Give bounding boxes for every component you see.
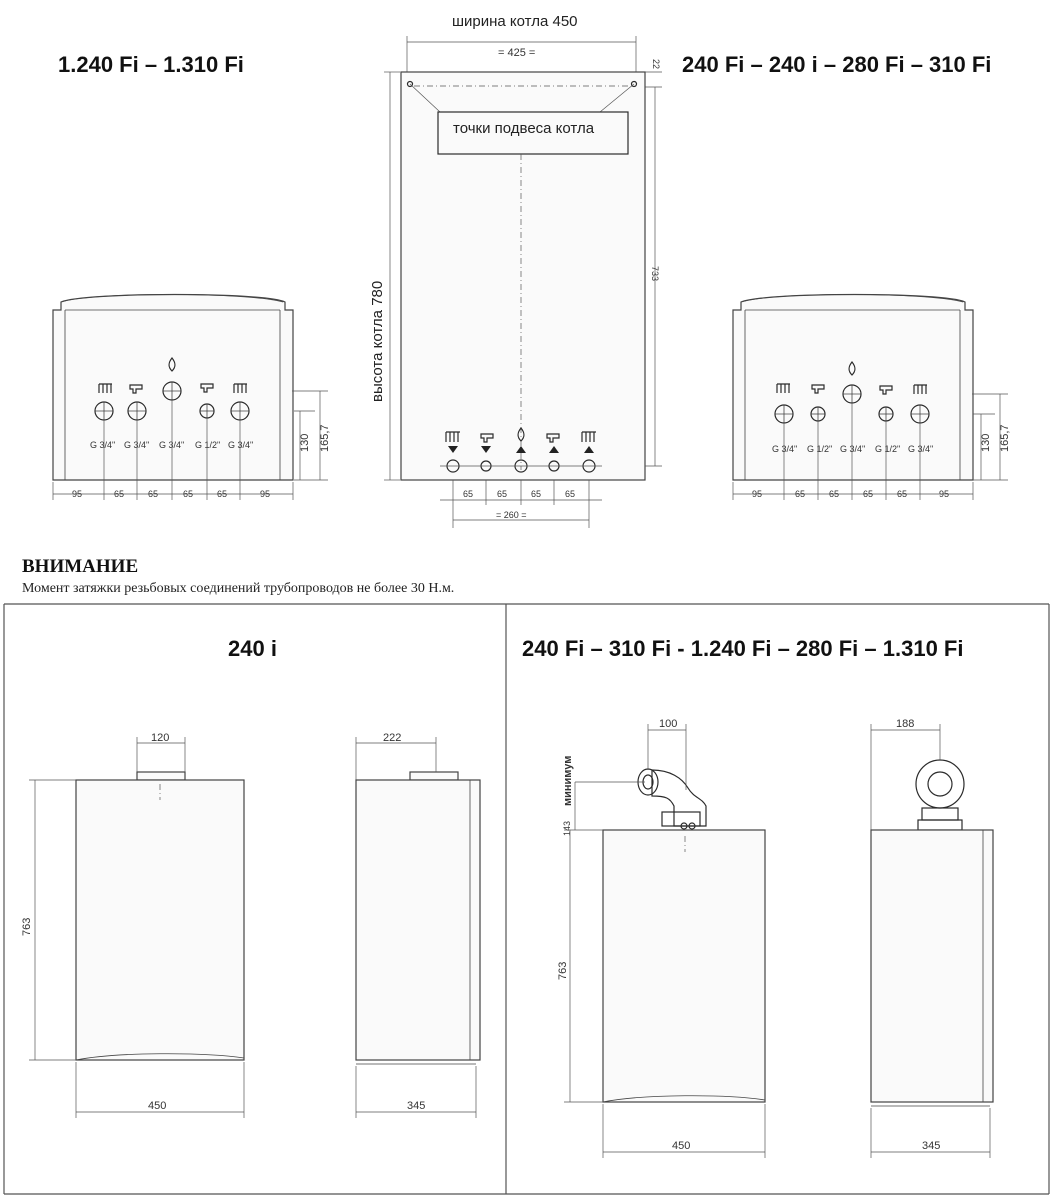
spacing-4: 65: [183, 489, 193, 499]
dim-130-right: 130: [980, 434, 992, 452]
center-boiler-front-view: ширина котла 450 = 425 = 22 точки подвес…: [369, 13, 662, 528]
dim-763-right: 763: [557, 962, 569, 980]
dim-165-right: 165,7: [999, 424, 1011, 452]
radiator-icon: [581, 431, 596, 442]
thread-2: G 3/4": [124, 440, 149, 450]
tap-icon: [546, 433, 560, 443]
spacing-3: 65: [829, 489, 839, 499]
center-spacing-2: 65: [497, 489, 507, 499]
dim-425: = 425 =: [498, 47, 535, 59]
spacing-1: 95: [752, 489, 762, 499]
radiator-icon: [913, 384, 927, 394]
flame-icon: [168, 357, 176, 372]
thread-2: G 1/2": [807, 444, 832, 454]
dim-733: 733: [650, 266, 660, 281]
dim-260: = 260 =: [496, 510, 527, 520]
spacing-3: 65: [148, 489, 158, 499]
tap-icon: [129, 384, 143, 394]
thread-4: G 1/2": [875, 444, 900, 454]
thread-1: G 3/4": [90, 440, 115, 450]
dim-450-right: 450: [672, 1140, 690, 1152]
top-right-title: 240 Fi – 240 i – 280 Fi – 310 Fi: [682, 52, 991, 77]
warning-heading: ВНИМАНИЕ: [22, 556, 138, 577]
thread-1: G 3/4": [772, 444, 797, 454]
dim-165-left: 165,7: [319, 424, 331, 452]
section-fi-title: 240 Fi – 310 Fi - 1.240 Fi – 280 Fi – 1.…: [522, 636, 963, 661]
spacing-2: 65: [114, 489, 124, 499]
spacing-6: 95: [939, 489, 949, 499]
dim-120: 120: [151, 732, 169, 744]
flue-elbow-front: [637, 768, 707, 830]
flame-icon: [517, 427, 525, 442]
dim-188: 188: [896, 718, 914, 730]
spacing-2: 65: [795, 489, 805, 499]
spacing-5: 65: [897, 489, 907, 499]
section-frames: [3, 603, 1050, 1195]
radiator-icon: [445, 431, 460, 442]
spacing-5: 65: [217, 489, 227, 499]
radiator-icon: [233, 383, 247, 393]
warning-text: Момент затяжки резьбовых соединений труб…: [22, 581, 454, 596]
dim-22: 22: [651, 59, 661, 69]
center-spacing-1: 65: [463, 489, 473, 499]
pipe-connections: [440, 446, 602, 473]
section-fi-series: 240 Fi – 310 Fi - 1.240 Fi – 280 Fi – 1.…: [522, 636, 994, 1158]
min-label: минимум: [562, 756, 574, 806]
height-label: высота котла 780: [369, 281, 386, 402]
dim-345-right: 345: [922, 1140, 940, 1152]
dim-100: 100: [659, 718, 677, 730]
section-240i-title: 240 i: [228, 636, 277, 661]
spacing-6: 95: [260, 489, 270, 499]
spacing-1: 95: [72, 489, 82, 499]
tap-icon: [480, 433, 494, 443]
dim-345-left: 345: [407, 1100, 425, 1112]
radiator-icon: [776, 383, 790, 393]
top-left-title: 1.240 Fi – 1.310 Fi: [58, 52, 244, 77]
tap-icon: [811, 384, 825, 394]
thread-4: G 1/2": [195, 440, 220, 450]
dim-222: 222: [383, 732, 401, 744]
section-240i: 240 i 120 763 450 222 345: [21, 636, 481, 1118]
thread-5: G 3/4": [908, 444, 933, 454]
hanging-points-label: точки подвеса котла: [453, 120, 595, 137]
center-spacing-4: 65: [565, 489, 575, 499]
spacing-4: 65: [863, 489, 873, 499]
tap-icon: [200, 383, 214, 393]
flue-elbow-side: [915, 759, 965, 831]
center-spacing-3: 65: [531, 489, 541, 499]
thread-3: G 3/4": [159, 440, 184, 450]
left-boiler-bottom-view: G 3/4" G 3/4" G 3/4" G 1/2" G 3/4" 130 1…: [52, 293, 331, 500]
dim-763-left: 763: [21, 918, 33, 936]
dim-130-left: 130: [299, 434, 311, 452]
dim-143: 143: [562, 821, 572, 836]
dim-450-left: 450: [148, 1100, 166, 1112]
width-label: ширина котла 450: [452, 13, 578, 30]
radiator-icon: [98, 383, 112, 393]
right-boiler-bottom-view: G 3/4" G 1/2" G 3/4" G 1/2" G 3/4" 130 1…: [732, 293, 1011, 500]
thread-5: G 3/4": [228, 440, 253, 450]
thread-3: G 3/4": [840, 444, 865, 454]
tap-icon: [879, 385, 893, 395]
flame-icon: [848, 361, 856, 376]
